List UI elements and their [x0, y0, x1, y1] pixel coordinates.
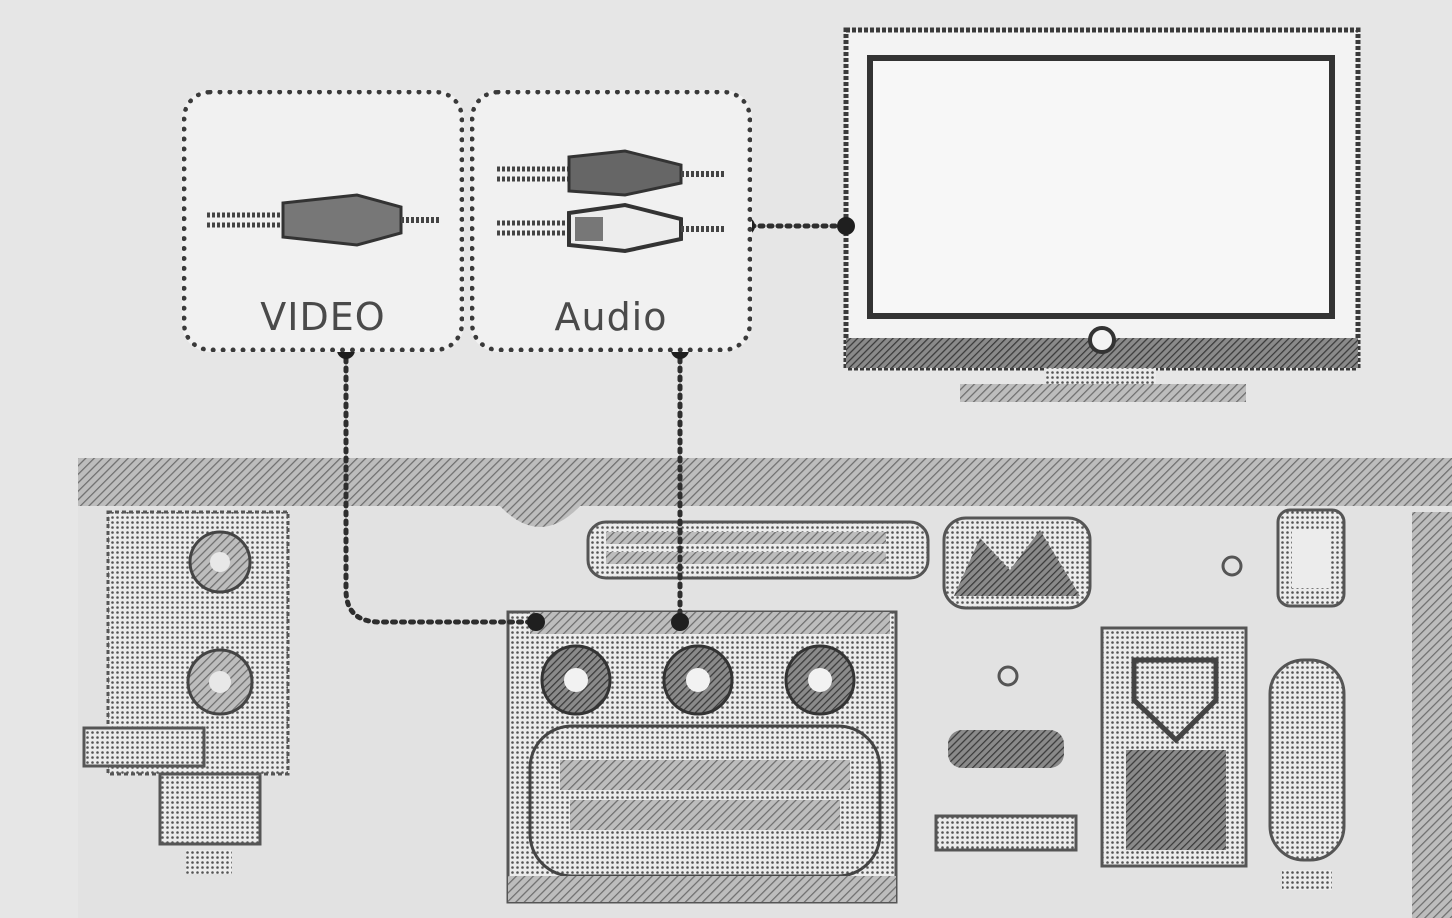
rear-panel [78, 458, 1452, 918]
video-cable [343, 347, 539, 625]
video-box: VIDEO [182, 90, 464, 352]
video-label: VIDEO [260, 295, 386, 339]
audio-box: Audio [470, 90, 752, 352]
tv-monitor-icon [843, 27, 1361, 402]
rca-plug-icon [207, 193, 439, 247]
hdmi-port [942, 516, 1092, 610]
av-connector-block [506, 610, 898, 904]
stereo-rca-plugs-icon [497, 149, 725, 254]
audio-label: Audio [554, 295, 668, 339]
cables [343, 223, 849, 625]
right-ports [934, 512, 1452, 918]
left-audio-jacks [82, 510, 290, 874]
card-slot [586, 520, 930, 580]
